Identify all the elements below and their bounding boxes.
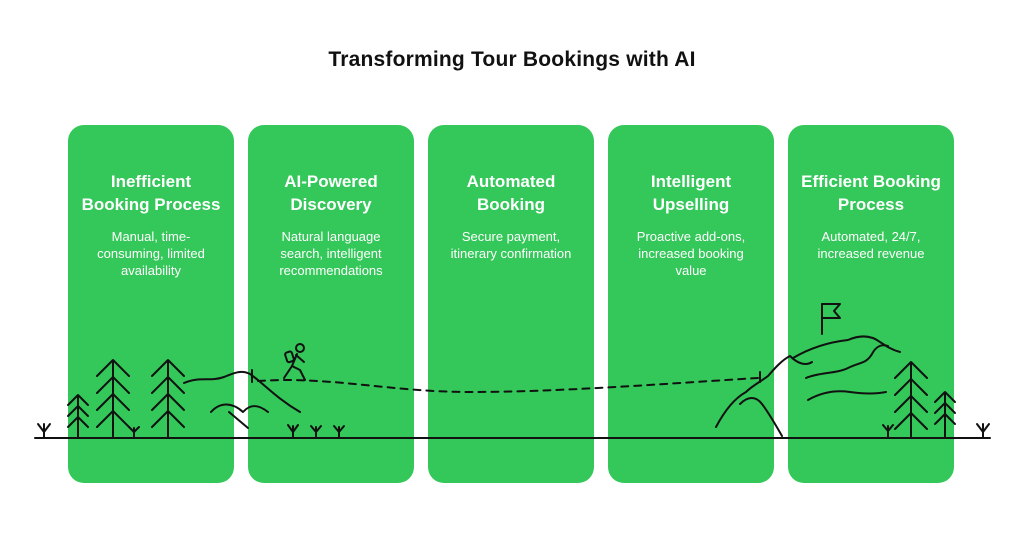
tree-icon (151, 359, 185, 439)
stage-title: Efficient Booking Process (801, 172, 941, 214)
flag-icon (821, 303, 841, 335)
stage-title: Automated Booking (466, 172, 556, 214)
stage-card-1: Inefficient Booking Process Manual, time… (68, 125, 234, 483)
stage-description: Proactive add-ons, increased booking val… (636, 229, 746, 278)
hiker-icon (283, 343, 306, 381)
grass-icon (37, 423, 990, 439)
mountain-icon (715, 335, 901, 437)
stage-description: Natural language search, intelligent rec… (279, 229, 383, 278)
tree-icon (894, 361, 928, 439)
stage-card-4: Intelligent Upselling Proactive add-ons,… (608, 125, 774, 483)
stage-description: Manual, time-consuming, limited availabi… (97, 229, 205, 278)
tree-icon (96, 359, 130, 439)
tree-icon (934, 391, 956, 439)
stage-title: Inefficient Booking Process (81, 172, 221, 214)
stage-card-2: AI-Powered Discovery Natural language se… (248, 125, 414, 483)
stage-title: Intelligent Upselling (650, 172, 732, 214)
tree-icon (67, 394, 89, 439)
stage-description: Automated, 24/7, increased revenue (817, 229, 925, 261)
stage-title: AI-Powered Discovery (284, 172, 378, 214)
stage-description: Secure payment, itinerary confirmation (450, 229, 572, 261)
stage-card-5: Efficient Booking Process Automated, 24/… (788, 125, 954, 483)
page-title: Transforming Tour Bookings with AI (328, 48, 696, 71)
mountain-icon (183, 369, 301, 429)
stage-card-3: Automated Booking Secure payment, itiner… (428, 125, 594, 483)
journey-path (257, 377, 759, 393)
